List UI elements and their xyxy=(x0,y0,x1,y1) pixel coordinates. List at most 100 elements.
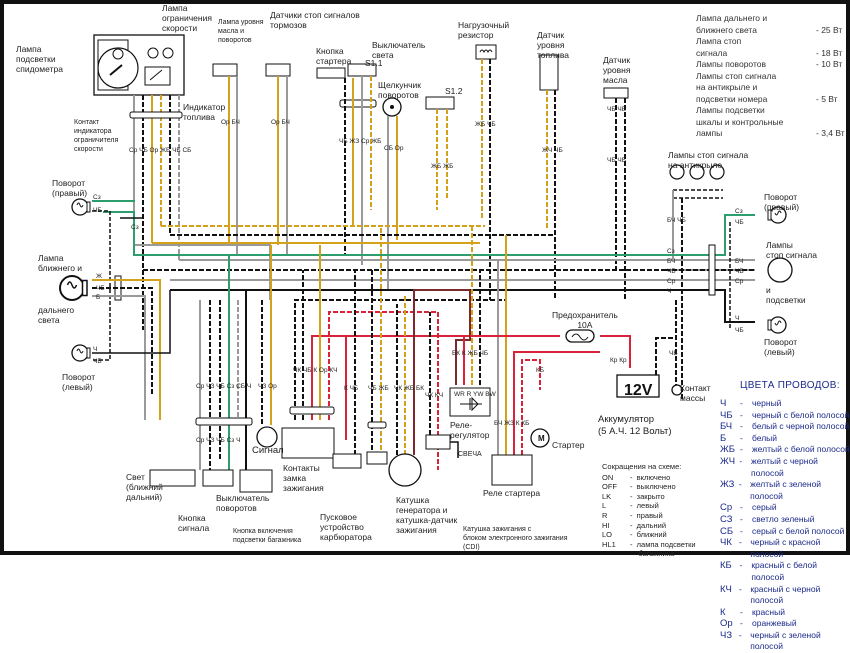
battery-voltage-label: 12V xyxy=(624,382,653,399)
wire-label: Ж xyxy=(96,273,102,280)
wire-label: Сз xyxy=(735,208,743,215)
abbreviation-value: - закрыто xyxy=(630,491,665,501)
ignition-switch-contacts xyxy=(281,427,335,459)
horn-button-switch xyxy=(202,469,234,487)
separator: - xyxy=(740,618,743,629)
starter-motor-icon xyxy=(530,428,550,448)
separator: - xyxy=(740,502,743,513)
wire-color-code: ЧБ xyxy=(720,409,733,421)
wire-labels: Ср ЧБ Ор ЖБ ЧБ СБ Ор БЧ Ор БЧ ЧБ ЖЗ Ср Ж… xyxy=(129,106,686,444)
wire-color-code: ЧК xyxy=(720,537,732,549)
wire-label: Ср ЧБ Ор ЖБ ЧБ СБ xyxy=(129,147,191,154)
rear-lamps xyxy=(655,164,793,400)
wire-color-code: Ср xyxy=(720,502,733,514)
wire-color-row: К-красный xyxy=(720,607,850,619)
abbreviation-row: LK - закрыто xyxy=(602,492,696,502)
turn-right-front-bulb-icon xyxy=(71,198,91,216)
label-tail-lamp-top: Лампы стоп сигнала xyxy=(766,240,817,260)
wire-color-code: КБ xyxy=(720,560,732,572)
wire-color-code: ЖБ xyxy=(720,444,736,456)
wire-label: ЧБ ЧБ xyxy=(607,157,626,164)
label-turn-left-rear: Поворот (левый) xyxy=(764,337,798,357)
wire-label: Ср ЧЗ ЧБ Сз СБ Ч xyxy=(196,383,251,390)
abbreviation-row: OFF- выключено xyxy=(602,482,696,492)
wire-color-row: СБ-серый с белой полосой xyxy=(720,526,850,538)
label-load-resistor: Нагрузочный резистор xyxy=(458,20,510,40)
label-trunk-light-button: Кнопка включения подсветки багажника xyxy=(233,528,302,544)
wattage-lamp-name: Лампы стоп сигнала на антикрыле и подсве… xyxy=(696,70,777,104)
wattage-lamp-name: Лампа стоп сигнала xyxy=(696,36,742,58)
label-turn-right-rear: Поворот (правый) xyxy=(764,192,800,212)
wire-color-code: БЧ xyxy=(720,421,733,433)
separator: - xyxy=(738,629,742,640)
regulator-box xyxy=(449,387,491,417)
wire-label: Ч xyxy=(735,315,739,322)
abbreviation-key: LK xyxy=(602,491,612,501)
wattage-row: Лампа стоп сигнала- 18 Вт xyxy=(696,36,845,59)
wattage-lamp-name: Лампы поворотов xyxy=(696,59,767,69)
separator: - xyxy=(739,560,743,571)
label-tail-lamp-bottom: и подсветки xyxy=(766,285,806,305)
regulator-pins: WR R YW BW xyxy=(454,391,497,398)
wire-label: ЧЗ Ор xyxy=(258,383,277,390)
label-fuel-level-sensor: Датчик уровня топлива xyxy=(537,30,569,60)
label-oil-turn-lamp: Лампа уровня масла и поворотов xyxy=(218,19,264,44)
wattage-value: - 25 Вт xyxy=(816,24,843,35)
wire-label: Сз xyxy=(131,224,139,231)
cdi-unit xyxy=(425,434,451,450)
wire-color-description: желтый с белой полосой xyxy=(752,444,850,455)
label-rear-wing-lamps: Лампы стоп сигнала на антикрыле xyxy=(668,150,749,170)
wire-label: КБ xyxy=(536,367,544,374)
wire-color-code: К xyxy=(720,606,726,618)
label-speed-limit-contact: Контакт индикатора ограничителя скорости xyxy=(74,119,119,153)
label-speedo-lamp: Лампа подсветки спидометра xyxy=(16,44,63,74)
wattage-row: Лампы стоп сигнала на антикрыле и подсве… xyxy=(696,71,845,106)
abbreviation-value: - выключено xyxy=(630,482,676,492)
wire-color-description: светло зеленый xyxy=(752,513,815,524)
label-ignition-contacts: Контакты замка зажигания xyxy=(283,463,324,493)
wing-lamp-2-icon xyxy=(689,164,705,180)
wire-label: БЧ xyxy=(735,258,743,265)
wing-lamp-3-icon xyxy=(709,164,725,180)
wire-color-row: Ср-серый xyxy=(720,502,850,514)
wire-label: ЧБ ЖЗ Ср ЖБ xyxy=(339,138,381,145)
abbreviation-row: LO- ближний xyxy=(602,530,696,540)
label-starter-button: Кнопка стартера xyxy=(316,46,352,66)
wire-label: ЧБ xyxy=(93,358,102,365)
wire-label: БК К ЖБ ЧБ xyxy=(452,350,488,357)
separator: - xyxy=(738,479,742,490)
wire-label: БЧ ЧБ xyxy=(667,217,686,224)
label-turn-right-front: Поворот (правый) xyxy=(52,178,88,198)
wire-label: ЧБ xyxy=(735,268,744,275)
wire-label: Ор БЧ xyxy=(221,119,240,126)
main-harness-buses xyxy=(103,211,665,300)
label-spark-plug: СВЕЧА xyxy=(458,451,482,458)
wire-color-code: ЖЗ xyxy=(720,479,735,491)
wire-label: СБ Ор xyxy=(384,145,404,152)
wire-label: ЧК ЧБ К Ор КЧ xyxy=(293,367,338,374)
wire-label: Сз xyxy=(93,194,101,201)
wire-color-row: ЖБ-желтый с белой полосой xyxy=(720,444,850,456)
wire-label: Сз xyxy=(667,248,675,255)
wattage-row: Лампа дальнего и ближнего света- 25 Вт xyxy=(696,13,845,36)
wire-label: Ср xyxy=(667,278,676,285)
wire-label: ЖБ ЧБ xyxy=(475,121,496,128)
label-horn-button: Кнопка сигнала xyxy=(178,513,210,533)
carb-starter-device xyxy=(366,451,388,465)
label-s12: S1.2 xyxy=(445,86,463,96)
label-turn-left-front: Поворот (левый) xyxy=(62,372,96,392)
battery-icon xyxy=(616,374,660,398)
wire-color-description: желтый с зеленой полосой xyxy=(750,479,822,501)
wire-color-row: ЧК-черный с красной полосой xyxy=(720,537,850,560)
separator: - xyxy=(740,409,743,420)
abbreviation-value: - дальний xyxy=(630,520,667,530)
wiring-diagram: Ср ЧБ Ор ЖБ ЧБ СБ Ор БЧ Ор БЧ ЧБ ЖЗ Ср Ж… xyxy=(59,34,793,493)
abbreviation-value: - включено xyxy=(630,472,671,482)
wire-label: ЖБ ЖБ xyxy=(431,163,453,170)
abbreviation-row: L- левый xyxy=(602,501,696,511)
wire-label: ЧБ ЖБ xyxy=(368,385,389,392)
wire-color-code: Ор xyxy=(720,618,733,630)
label-regulator: Реле- регулятор xyxy=(450,420,490,440)
